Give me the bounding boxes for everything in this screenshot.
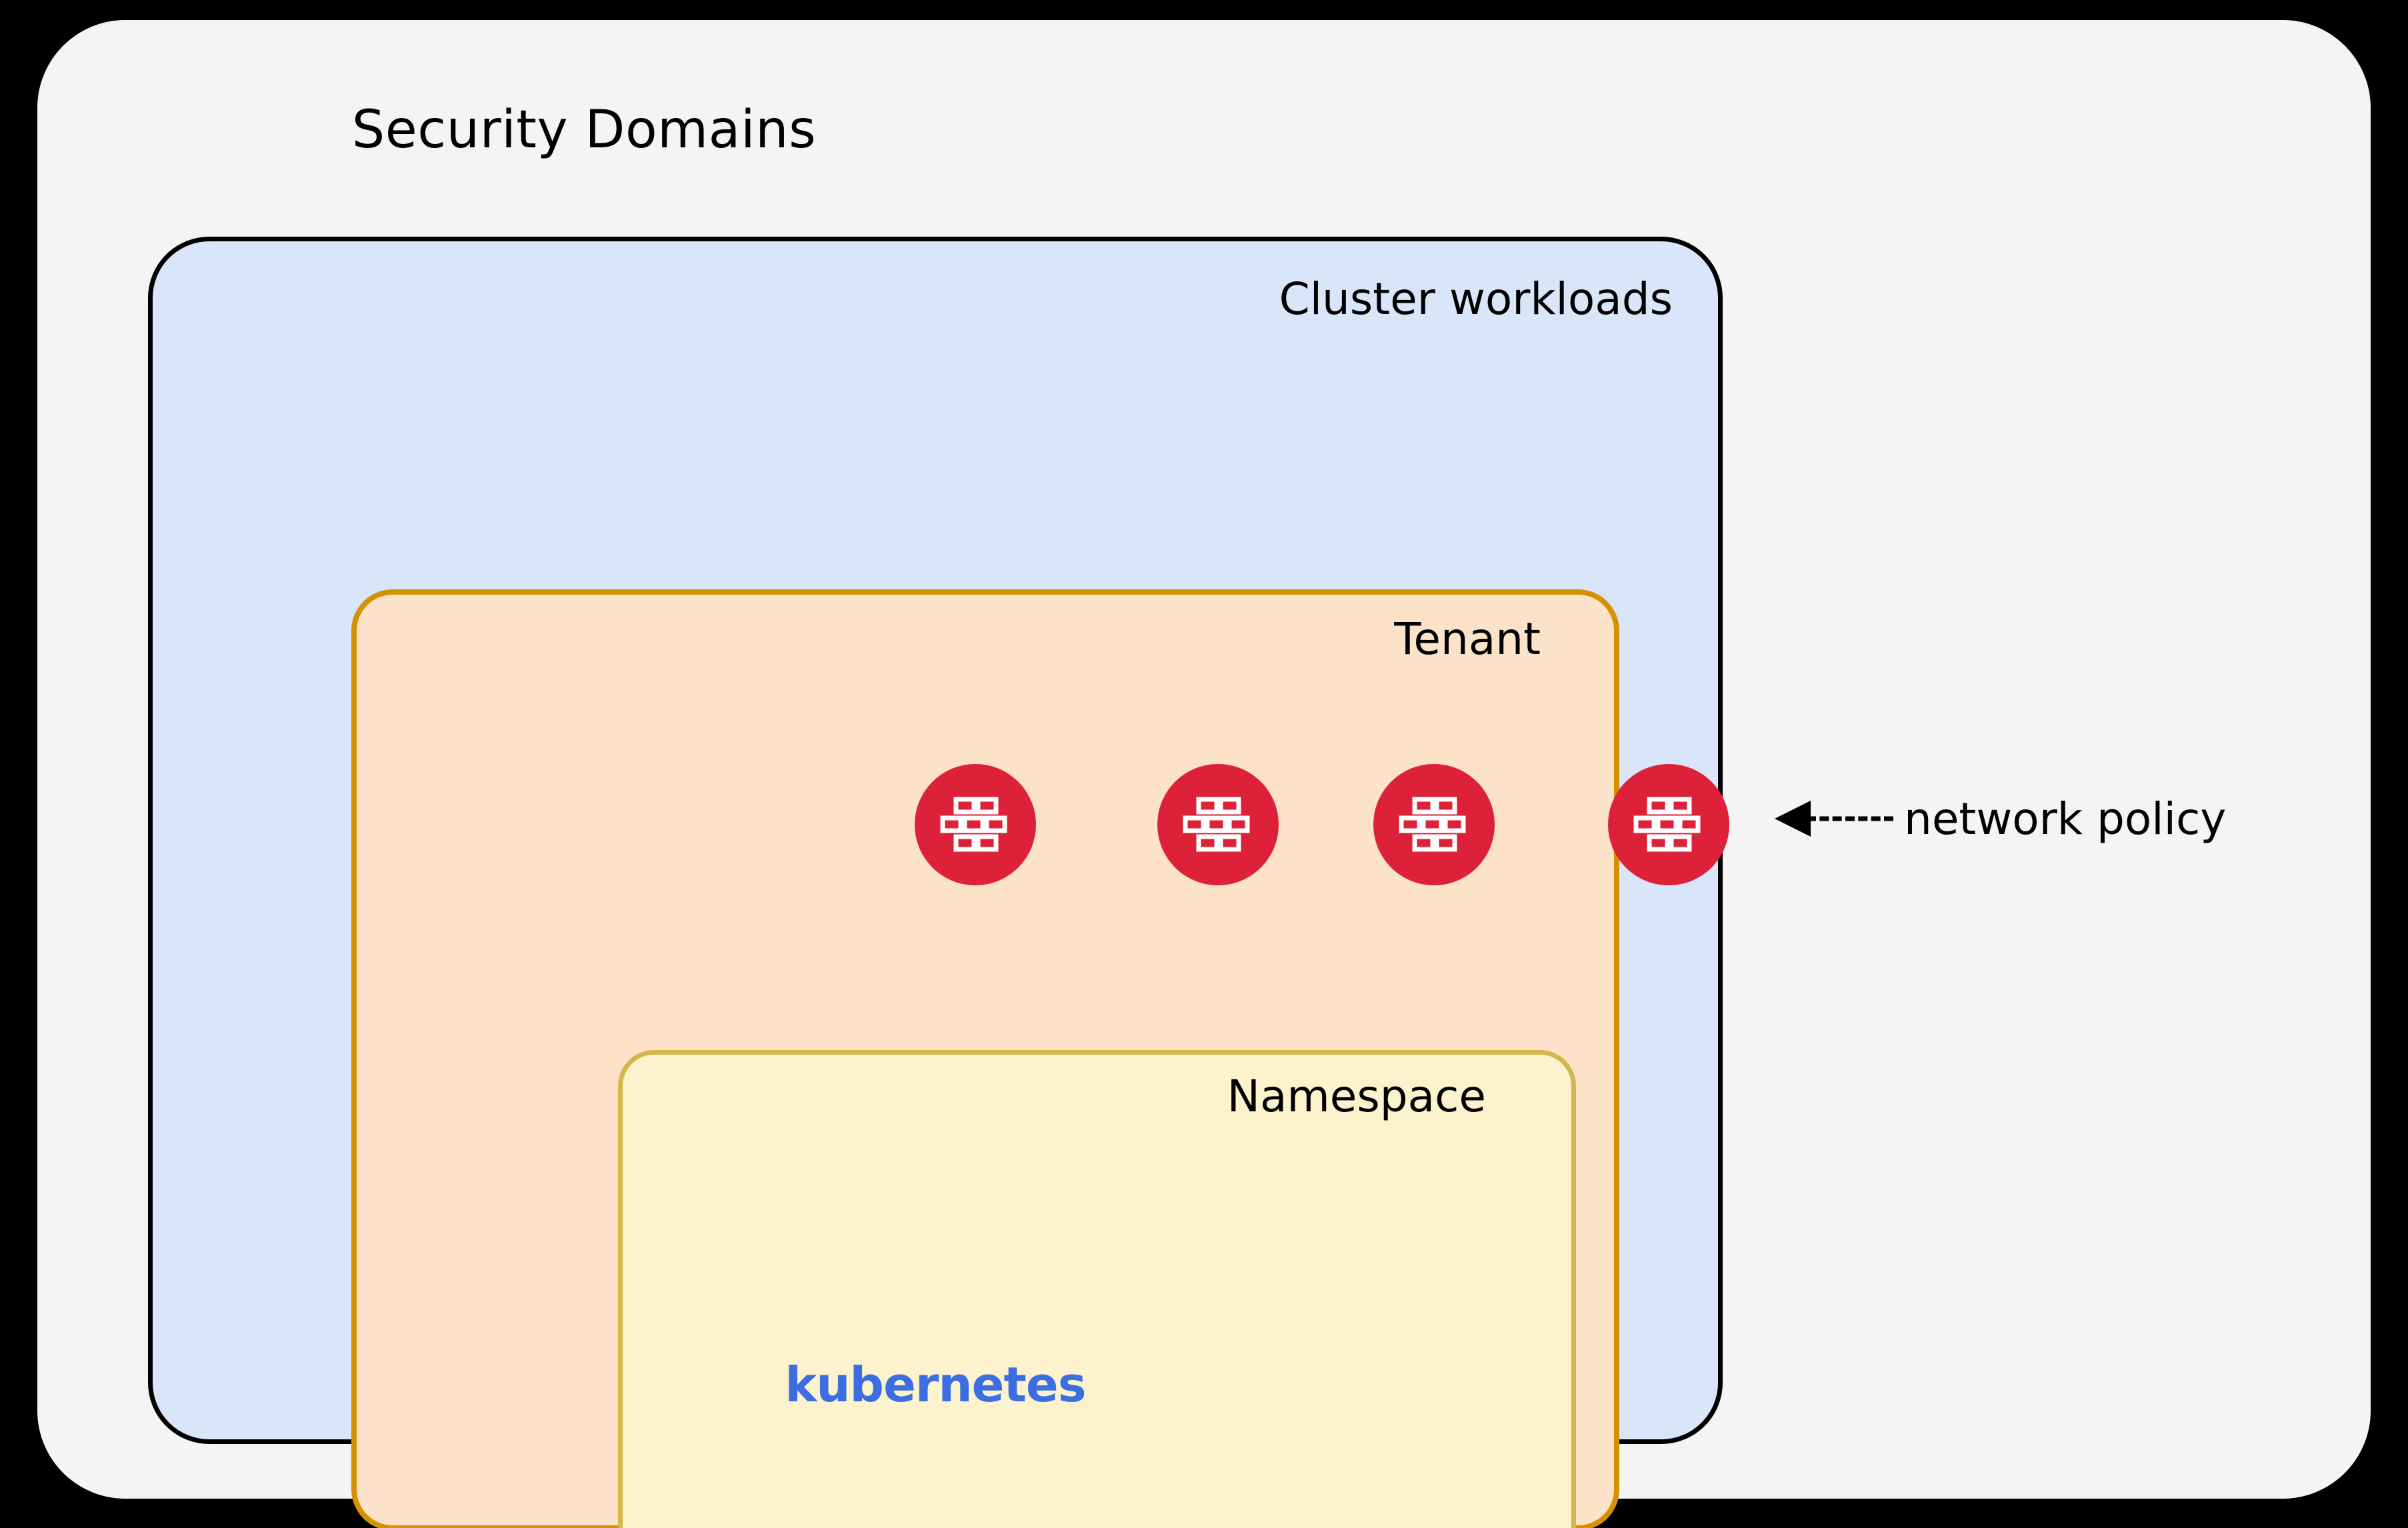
tenant-box: Tenant Namespace Endpoint groups	[351, 589, 1619, 1528]
network-policy-annotation: network policy	[1775, 792, 2226, 845]
page-title: Security Domains	[351, 100, 817, 160]
firewall-icon-tenant[interactable]	[1373, 764, 1495, 885]
tenant-label: Tenant	[1394, 613, 1541, 665]
arrow-dashed-line	[1807, 816, 1893, 821]
firewall-icon-endpoint-groups[interactable]	[915, 764, 1036, 885]
cluster-workloads-label: Cluster workloads	[1279, 273, 1673, 325]
dashed-arrow-left-icon	[1775, 801, 1895, 837]
network-policy-label: network policy	[1904, 793, 2227, 845]
security-domains-panel: Security Domains Cluster workloads Tenan…	[37, 20, 2371, 1528]
namespace-label: Namespace	[1227, 1071, 1486, 1122]
namespace-box: Namespace Endpoint groups	[618, 1050, 1576, 1528]
arrow-head-icon	[1775, 801, 1811, 837]
firewall-icon-namespace[interactable]	[1157, 764, 1279, 885]
firewall-icon-cluster[interactable]	[1608, 764, 1729, 885]
kubernetes-brand-label: kubernetes	[785, 1357, 1086, 1413]
